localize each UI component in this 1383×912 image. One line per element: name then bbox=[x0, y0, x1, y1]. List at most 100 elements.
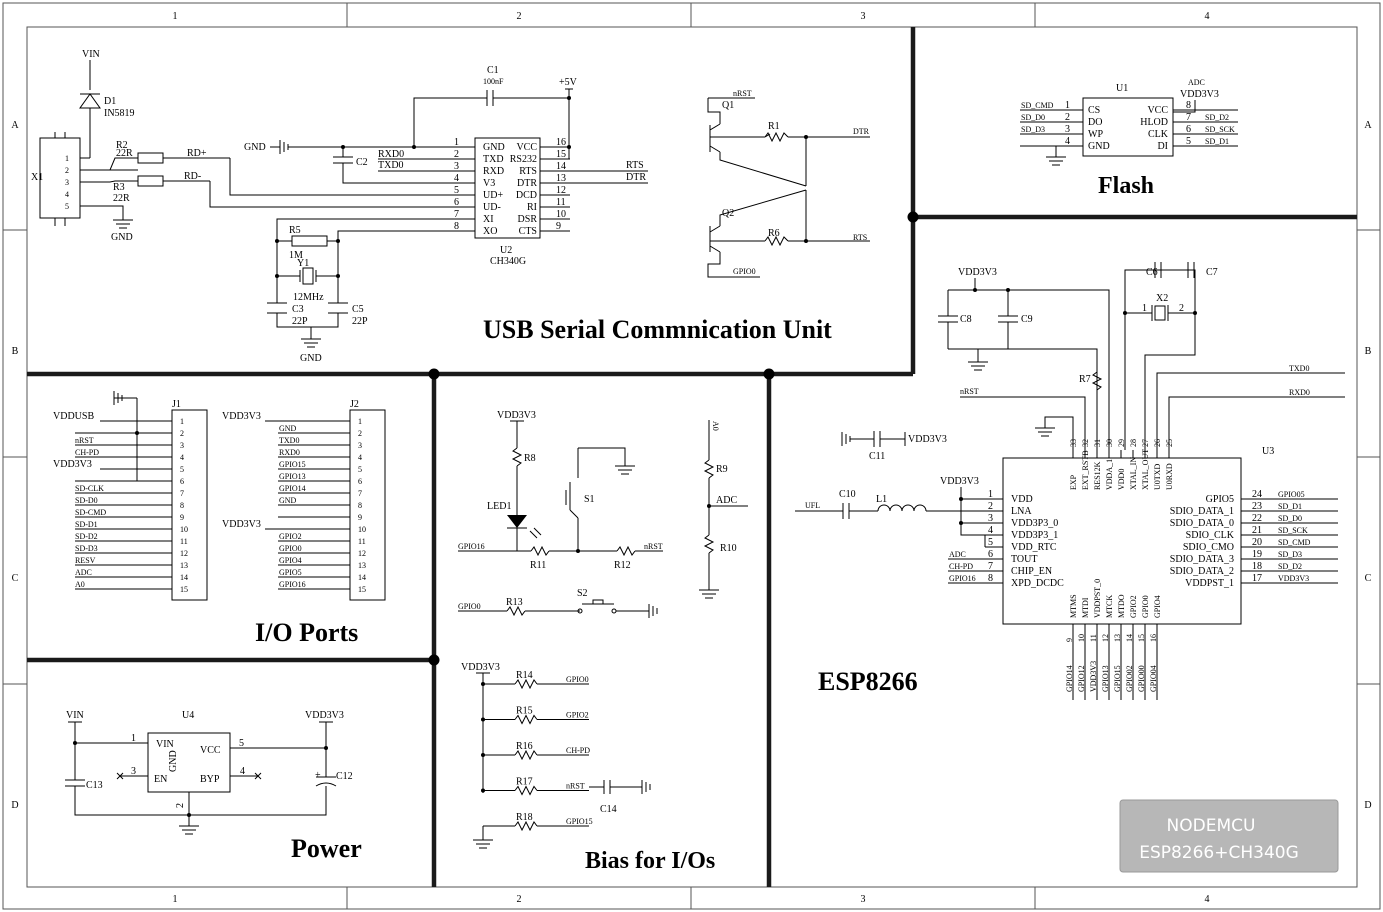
u3-right-pin-6: SDIO_DATA_3 bbox=[1170, 554, 1234, 565]
power-pin-4: 4 bbox=[240, 766, 245, 777]
flash-right-net-3: SD_SCK bbox=[1205, 125, 1235, 134]
j1-pin-4: 4 bbox=[180, 453, 184, 462]
flash-pin-num-3: 3 bbox=[1065, 124, 1070, 135]
u3-bottom-pin-1: MTMS bbox=[1069, 594, 1078, 618]
j2-net-13: GPIO4 bbox=[279, 556, 302, 565]
u3-left-net-7: CH-PD bbox=[949, 562, 973, 571]
c11-vdd-net: VDD3V3 bbox=[908, 434, 947, 445]
u3-bottom-pin-3: VDDPST_0 bbox=[1093, 579, 1102, 618]
u3-bottom-net-2: GPIO12 bbox=[1077, 665, 1086, 692]
esp8266-chip bbox=[1002, 457, 1242, 625]
d1-label: D1 bbox=[104, 96, 116, 107]
u3-bottom-net-7: GPIO00 bbox=[1137, 665, 1146, 692]
bias-section: VDD3V3 R8 LED1 GPIO16 R11 R12 nRST S1 bbox=[458, 410, 748, 849]
c1-label: C1 bbox=[487, 65, 499, 76]
u3-left-num-2: 2 bbox=[988, 501, 993, 512]
u2-pin-num-10: 10 bbox=[556, 209, 566, 220]
grid-row-a-left: A bbox=[11, 120, 19, 131]
u3-bottom-pin-8: GPIO4 bbox=[1153, 595, 1162, 618]
usb-rts-net: RTS bbox=[626, 160, 644, 171]
bias-vdd-label: VDD3V3 bbox=[497, 410, 536, 421]
j1-net-11: SD-D2 bbox=[75, 532, 98, 541]
u3-right-pin-4: SDIO_CLK bbox=[1186, 530, 1235, 541]
u3-right-net-4: SD_SCK bbox=[1278, 526, 1308, 535]
u2-pin-15: RS232 bbox=[510, 154, 537, 165]
u3-bottom-num-6: 14 bbox=[1125, 634, 1134, 642]
r3-label: R3 bbox=[113, 182, 125, 193]
u3-right-net-1: GPIO05 bbox=[1278, 490, 1305, 499]
grid-row-b-right: B bbox=[1365, 346, 1372, 357]
y1-value: 12MHz bbox=[293, 292, 324, 303]
j2-pin-11: 11 bbox=[358, 537, 366, 546]
regulator-chip bbox=[147, 732, 231, 793]
grid-row-d-right: D bbox=[1364, 800, 1371, 811]
u3-bottom-net-8: GPIO04 bbox=[1149, 665, 1158, 692]
j1-pin-3: 3 bbox=[180, 441, 184, 450]
u2-pin-6: UD- bbox=[483, 202, 501, 213]
u3-top-pin-4: VDDA_1 bbox=[1105, 459, 1114, 490]
bias-vdd2-label: VDD3V3 bbox=[461, 662, 500, 673]
nodemcu-logo: NODEMCU ESP8266+CH340G bbox=[1119, 799, 1339, 873]
j1-net-3: nRST bbox=[75, 436, 94, 445]
j2-pin-14: 14 bbox=[358, 573, 366, 582]
flash-pin-num-2: 2 bbox=[1065, 112, 1070, 123]
u2-label: U2 bbox=[500, 245, 512, 256]
bias-net-16: CH-PD bbox=[566, 746, 590, 755]
u2-pin-16: VCC bbox=[516, 142, 537, 153]
u3-right-pin-8: VDDPST_1 bbox=[1185, 578, 1234, 589]
j2-connector bbox=[349, 409, 386, 601]
power-vdd-label: VDD3V3 bbox=[305, 710, 344, 721]
j1-pin-2: 2 bbox=[180, 429, 184, 438]
u3-bottom-net-1: GPIO14 bbox=[1065, 665, 1074, 692]
j2-pin-1: 1 bbox=[358, 417, 362, 426]
c14-label: C14 bbox=[600, 804, 617, 815]
r11-label: R11 bbox=[530, 560, 546, 571]
j1-net-8: SD-D0 bbox=[75, 496, 98, 505]
u3-right-pin-7: SDIO_DATA_2 bbox=[1170, 566, 1234, 577]
flash-right-net-4: SD_D1 bbox=[1205, 137, 1229, 146]
flash-pin-num-7: 7 bbox=[1186, 112, 1191, 123]
u3-left-pin-2: LNA bbox=[1011, 506, 1032, 517]
u2-pin-num-1: 1 bbox=[454, 137, 459, 148]
j2-net-15: GPIO16 bbox=[279, 580, 306, 589]
section-title-io: I/O Ports bbox=[255, 618, 358, 647]
c9-label: C9 bbox=[1021, 314, 1033, 325]
usb-gnd-label: GND bbox=[111, 232, 133, 243]
r9-label: R9 bbox=[716, 464, 728, 475]
u3-bottom-num-3: 11 bbox=[1089, 634, 1098, 642]
flash-left-net-2: SD_D0 bbox=[1021, 113, 1045, 122]
u2-pin-1: GND bbox=[483, 142, 505, 153]
j1-label: J1 bbox=[172, 399, 181, 410]
u3-top-pin-7: XTAL_OUT bbox=[1141, 449, 1150, 490]
r2-label: R2 bbox=[116, 140, 128, 151]
j2-pin-15: 15 bbox=[358, 585, 366, 594]
u1-label: U1 bbox=[1116, 83, 1128, 94]
q2-label: Q2 bbox=[722, 208, 734, 219]
u2-pin-10: DSR bbox=[518, 214, 538, 225]
r10-label: R10 bbox=[720, 543, 737, 554]
u3-top-num-4: 30 bbox=[1105, 439, 1114, 447]
j2-pin-9: 9 bbox=[358, 513, 362, 522]
u3-left-net-6: ADC bbox=[949, 550, 966, 559]
bias-nrst-net: nRST bbox=[644, 542, 663, 551]
u3-left-pin-8: XPD_DCDC bbox=[1011, 578, 1064, 589]
u3-right-num-6: 19 bbox=[1252, 549, 1262, 560]
j2-net-1: VDD3V3 bbox=[222, 411, 261, 422]
u3-left-pin-3: VDD3P3_0 bbox=[1011, 518, 1058, 529]
j2-label: J2 bbox=[350, 399, 359, 410]
u3-top-pin-1: EXP bbox=[1069, 474, 1078, 490]
j2-pin-10: 10 bbox=[358, 525, 366, 534]
r7-label: R7 bbox=[1079, 374, 1091, 385]
u2-pin-num-5: 5 bbox=[454, 185, 459, 196]
bias-resistor-15: R15 bbox=[516, 706, 533, 717]
j1-net-4: CH-PD bbox=[75, 448, 99, 457]
ch340g-chip bbox=[474, 137, 541, 239]
u2-pin-7: XI bbox=[483, 214, 494, 225]
u3-right-net-8: VDD3V3 bbox=[1278, 574, 1309, 583]
r6-label: R6 bbox=[768, 228, 780, 239]
u2-part: CH340G bbox=[490, 256, 526, 267]
u3-right-pin-5: SDIO_CMO bbox=[1183, 542, 1234, 553]
j1-net-7: SD-CLK bbox=[75, 484, 104, 493]
y1-label: Y1 bbox=[297, 258, 309, 269]
